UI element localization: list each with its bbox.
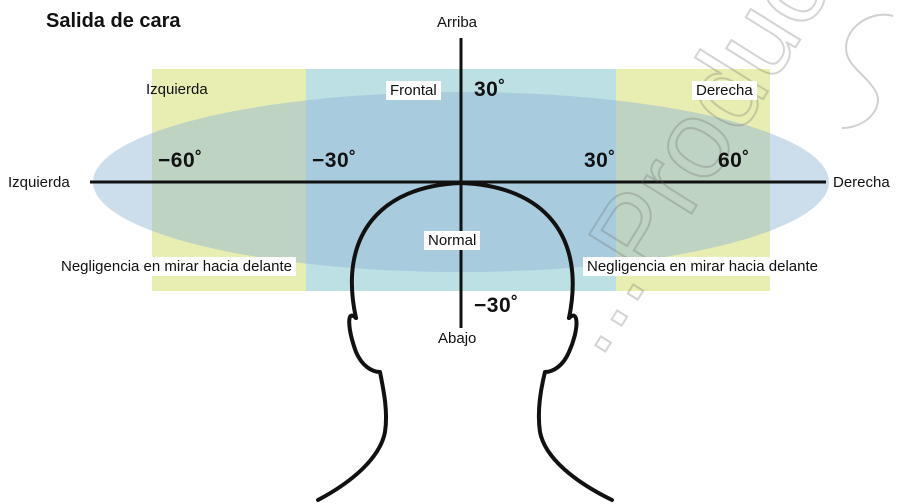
angle-left-60: −60˚ — [158, 149, 203, 172]
label-arriba: Arriba — [437, 14, 478, 31]
angle-right-30: 30˚ — [584, 149, 616, 172]
watermark — [841, 13, 894, 129]
label-negligencia-right: Negligencia en mirar hacia delante — [583, 257, 822, 276]
angle-up-30: 30˚ — [474, 78, 506, 101]
left-side-zone — [152, 69, 306, 291]
label-izquierda-zone: Izquierda — [146, 81, 208, 98]
label-derecha-zone: Derecha — [692, 81, 757, 100]
label-izquierda-axis: Izquierda — [8, 174, 70, 191]
angle-down-30: −30˚ — [474, 294, 519, 317]
label-negligencia-left: Negligencia en mirar hacia delante — [57, 257, 296, 276]
label-derecha-axis: Derecha — [833, 174, 890, 191]
angle-left-30: −30˚ — [312, 149, 357, 172]
label-normal: Normal — [424, 231, 481, 250]
label-frontal-zone: Frontal — [386, 81, 441, 100]
right-side-zone — [616, 69, 770, 291]
label-abajo: Abajo — [438, 330, 477, 347]
angle-right-60: 60˚ — [718, 149, 750, 172]
diagram-title: Salida de cara — [46, 10, 181, 32]
